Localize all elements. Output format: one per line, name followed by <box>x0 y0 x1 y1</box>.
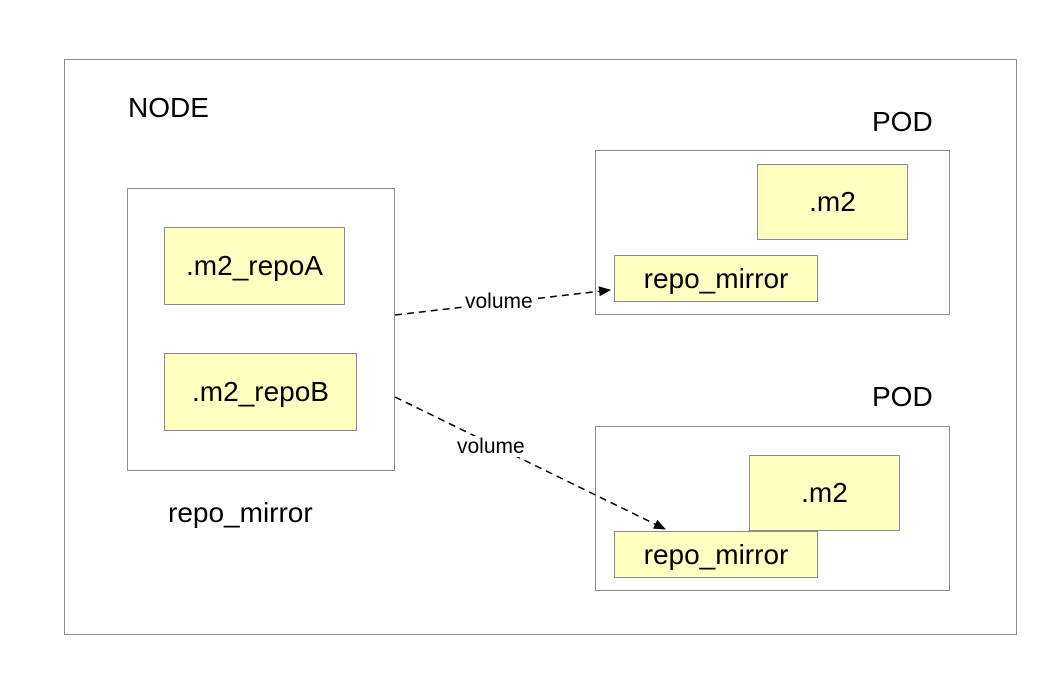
volume-edge-2 <box>394 396 666 530</box>
pod-label-1: POD <box>872 106 933 137</box>
pod-2-m2-folder: .m2 <box>749 455 900 531</box>
pod-1-m2-folder: .m2 <box>757 164 908 240</box>
m2-repo-b-folder: .m2_repoB <box>164 353 357 431</box>
m2-repo-a-folder: .m2_repoA <box>164 227 345 305</box>
pod-2-repo-mirror-mount: repo_mirror <box>614 531 818 578</box>
node-label: NODE <box>128 92 209 123</box>
repo-mirror-caption: repo_mirror <box>168 497 313 528</box>
pod-1-repo-mirror-mount: repo_mirror <box>614 255 818 302</box>
volume-edge-label-1: volume <box>465 290 533 313</box>
pod-label-2: POD <box>872 381 933 412</box>
volume-edge-label-2: volume <box>457 435 525 458</box>
